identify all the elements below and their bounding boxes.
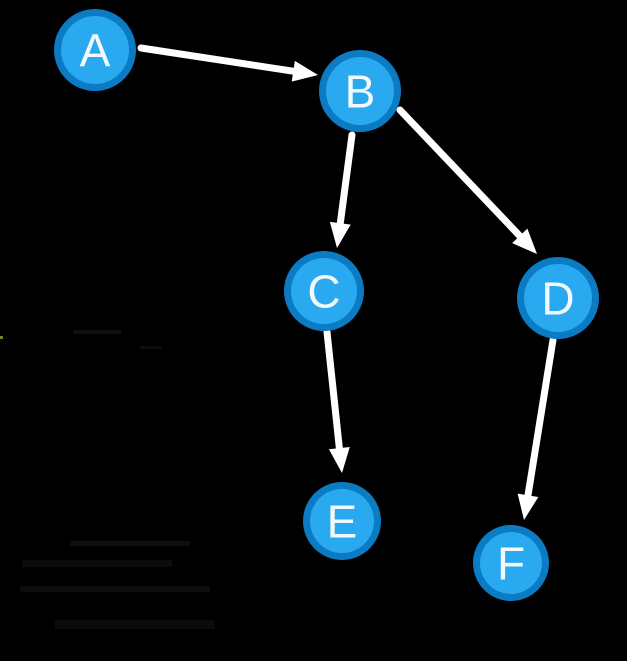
background-artifact bbox=[140, 346, 162, 349]
arrowhead-icon bbox=[512, 228, 537, 254]
background-artifact bbox=[73, 330, 121, 334]
node-label: A bbox=[80, 24, 111, 76]
node-label: E bbox=[327, 495, 358, 547]
edge-A-B bbox=[137, 44, 318, 82]
edge-D-F bbox=[517, 336, 557, 520]
node-A[interactable]: A bbox=[54, 9, 136, 91]
node-label: C bbox=[307, 265, 340, 317]
arrowhead-icon bbox=[291, 60, 318, 82]
edge-line bbox=[523, 336, 557, 503]
node-body bbox=[326, 57, 394, 125]
node-body bbox=[310, 489, 374, 553]
node-label: F bbox=[497, 537, 525, 589]
edge-line bbox=[323, 328, 344, 456]
node-body bbox=[480, 532, 542, 594]
node-F[interactable]: F bbox=[473, 525, 549, 601]
node-body bbox=[291, 258, 357, 324]
node-E[interactable]: E bbox=[303, 482, 381, 560]
arrowhead-icon bbox=[517, 493, 539, 520]
node-C[interactable]: C bbox=[284, 251, 364, 331]
node-label: B bbox=[345, 65, 376, 117]
edge-line bbox=[396, 106, 527, 243]
edge-B-D bbox=[396, 106, 537, 254]
background-artifact bbox=[0, 336, 3, 339]
edge-line bbox=[336, 131, 356, 231]
edge-C-E bbox=[323, 328, 350, 473]
arrowhead-icon bbox=[328, 447, 350, 473]
edge-line bbox=[137, 44, 301, 76]
node-body bbox=[524, 264, 592, 332]
node-D[interactable]: D bbox=[517, 257, 599, 339]
node-B[interactable]: B bbox=[319, 50, 401, 132]
node-body bbox=[61, 16, 129, 84]
arrowhead-icon bbox=[329, 221, 351, 248]
edge-B-C bbox=[329, 131, 356, 248]
background-artifact bbox=[55, 620, 215, 629]
background-artifact bbox=[22, 560, 172, 567]
background-artifact bbox=[20, 586, 210, 592]
node-label: D bbox=[541, 272, 574, 324]
background-artifact bbox=[70, 541, 190, 546]
